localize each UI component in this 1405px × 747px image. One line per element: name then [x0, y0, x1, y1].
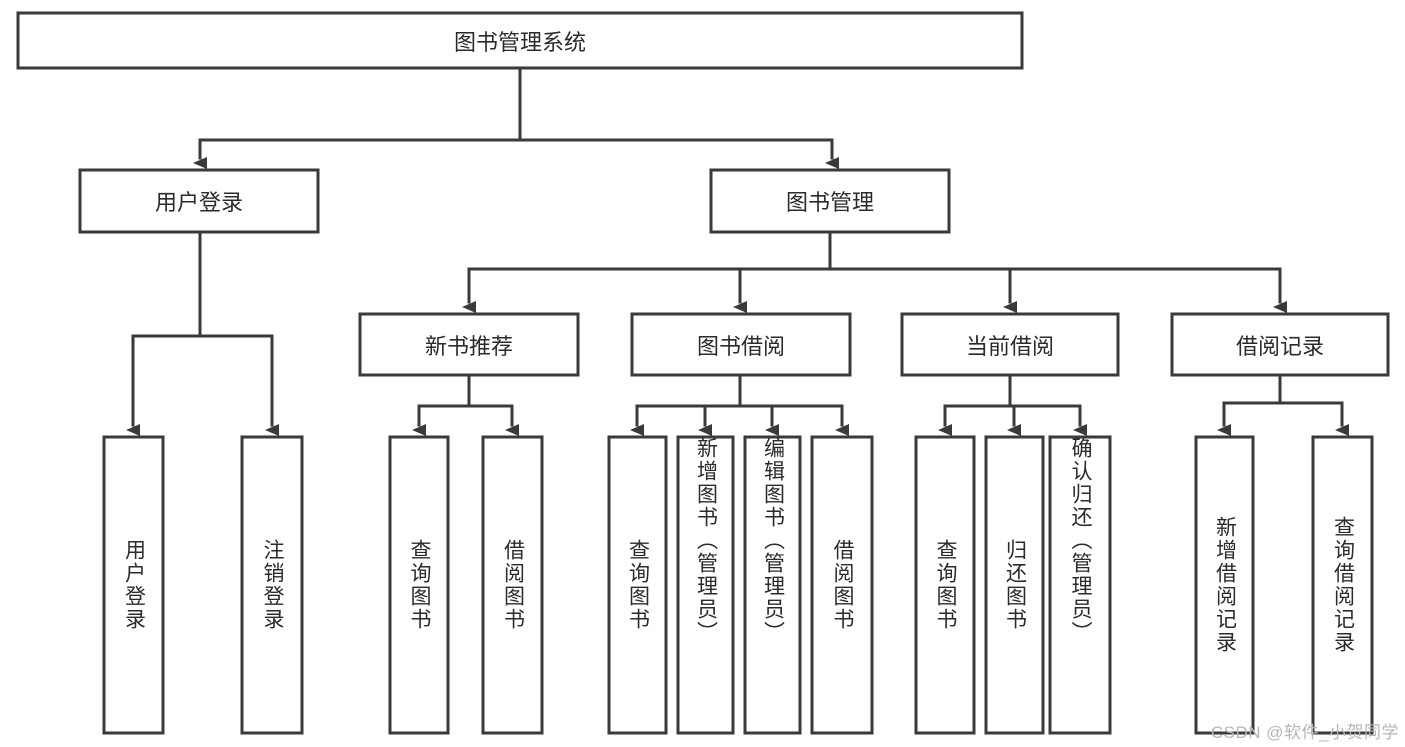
leaf-bb-add-book-box[interactable]: [676, 435, 735, 735]
node-new-book-recommend-box[interactable]: [358, 312, 580, 377]
leaf-logout-box[interactable]: [240, 435, 304, 735]
leaf-cb-query-book-box[interactable]: [914, 435, 976, 735]
node-book-borrow-box[interactable]: [630, 312, 852, 377]
leaf-br-add-record-box[interactable]: [1194, 435, 1255, 735]
leaf-br-query-record-box[interactable]: [1311, 435, 1374, 735]
node-user-login-box[interactable]: [78, 168, 320, 234]
node-borrow-record-box[interactable]: [1170, 312, 1390, 377]
csdn-watermark: CSDN @软件_小贺同学: [1210, 723, 1399, 742]
leaf-bb-edit-book-box[interactable]: [743, 435, 802, 735]
leaf-cb-return-book-box[interactable]: [984, 435, 1045, 735]
leaf-nbr-query-book-box[interactable]: [388, 435, 450, 735]
node-book-management-box[interactable]: [709, 168, 951, 234]
leaf-cb-confirm-return-box[interactable]: [1048, 435, 1112, 735]
leaf-bb-borrow-book-box[interactable]: [810, 435, 874, 735]
node-root-box[interactable]: [16, 11, 1024, 70]
node-current-borrow-box[interactable]: [900, 312, 1120, 377]
leaf-user-login-box[interactable]: [102, 435, 165, 735]
leaf-nbr-borrow-book-box[interactable]: [481, 435, 544, 735]
leaf-bb-query-book-box[interactable]: [607, 435, 668, 735]
